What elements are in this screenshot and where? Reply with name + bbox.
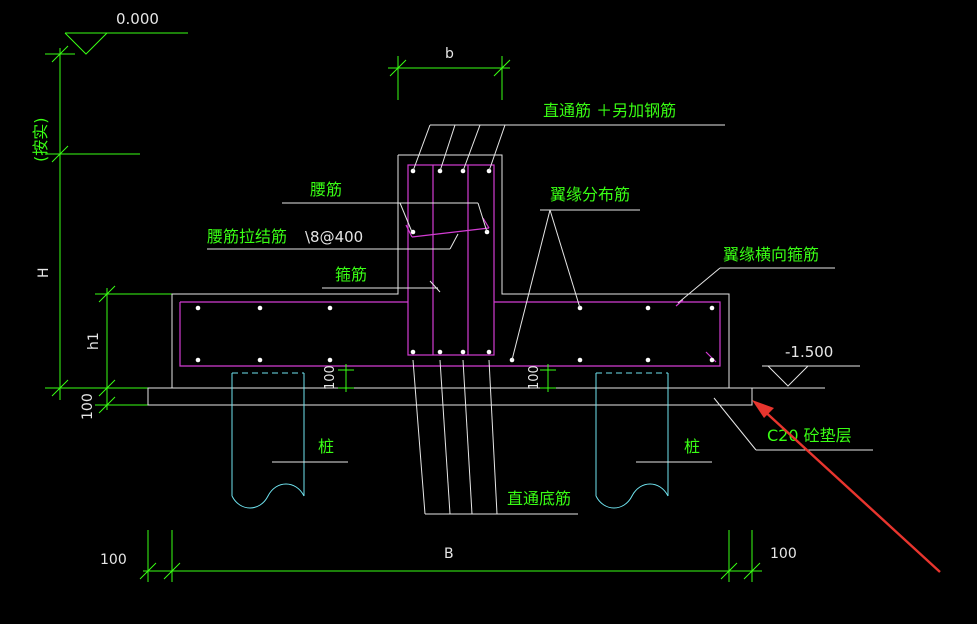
red-annotation-arrow: [752, 400, 941, 573]
elevation-top-label: 0.000: [116, 10, 159, 28]
dim-cover-left: 100: [323, 365, 338, 390]
beam-section-outline: [147, 154, 753, 406]
leader-through-bar: 直通筋 ＋另加钢筋: [412, 101, 725, 172]
label-cushion: C20 砼垫层: [767, 426, 852, 445]
rebar-cage: [179, 164, 721, 367]
label-bottom-bar: 直通底筋: [507, 489, 571, 508]
dim-total-height: H: [36, 267, 52, 278]
label-flange-dist: 翼缘分布筋: [550, 185, 630, 204]
web-width-dimension: b: [388, 46, 511, 100]
rebar-dots: [195, 168, 715, 363]
label-stirrup: 箍筋: [335, 265, 367, 284]
dim-right-margin: 100: [770, 546, 797, 562]
elevation-top-marker: 0.000: [64, 10, 188, 55]
label-waist-tie: 腰筋拉结筋: [207, 227, 287, 246]
leader-waist-tie: 腰筋拉结筋 \8@400: [207, 227, 459, 250]
leader-cushion: C20 砼垫层: [713, 397, 873, 451]
pile-right-label: 桩: [684, 437, 700, 456]
elevation-bottom-marker: -1.500: [752, 343, 860, 389]
elevation-bottom-label: -1.500: [785, 343, 833, 361]
dim-left-extra: (按实): [31, 118, 50, 163]
pile-right: 桩: [595, 372, 712, 509]
leader-waist-bar: 腰筋: [282, 180, 488, 233]
dim-left-margin: 100: [100, 552, 127, 568]
dim-cushion-thickness: 100: [80, 393, 96, 420]
inner-dimension-chain: h1 100: [80, 285, 172, 420]
label-flange-hoop: 翼缘横向箍筋: [723, 245, 819, 264]
cushion-layer: [147, 387, 753, 406]
pile-left: 桩: [231, 372, 348, 509]
cover-dimensions: 100 100: [323, 364, 556, 392]
label-waist-bar: 腰筋: [310, 180, 342, 199]
dim-base-width: B: [444, 546, 454, 562]
dim-web-width: b: [445, 46, 454, 62]
dim-flange-height: h1: [86, 332, 102, 350]
leader-flange-hoop: 翼缘横向箍筋: [677, 245, 835, 304]
leader-stirrup: 箍筋: [322, 265, 441, 293]
leader-bottom-bar: 直通底筋: [412, 359, 578, 515]
base-width-dimension: 100 B 100: [100, 530, 797, 582]
leader-flange-dist: 翼缘分布筋: [511, 185, 640, 361]
label-through-bar: 直通筋 ＋另加钢筋: [543, 101, 676, 120]
pile-left-label: 桩: [318, 437, 334, 456]
dim-cover-right: 100: [527, 365, 542, 390]
web-stirrup: [407, 164, 495, 356]
label-tie-spec: \8@400: [305, 228, 363, 246]
